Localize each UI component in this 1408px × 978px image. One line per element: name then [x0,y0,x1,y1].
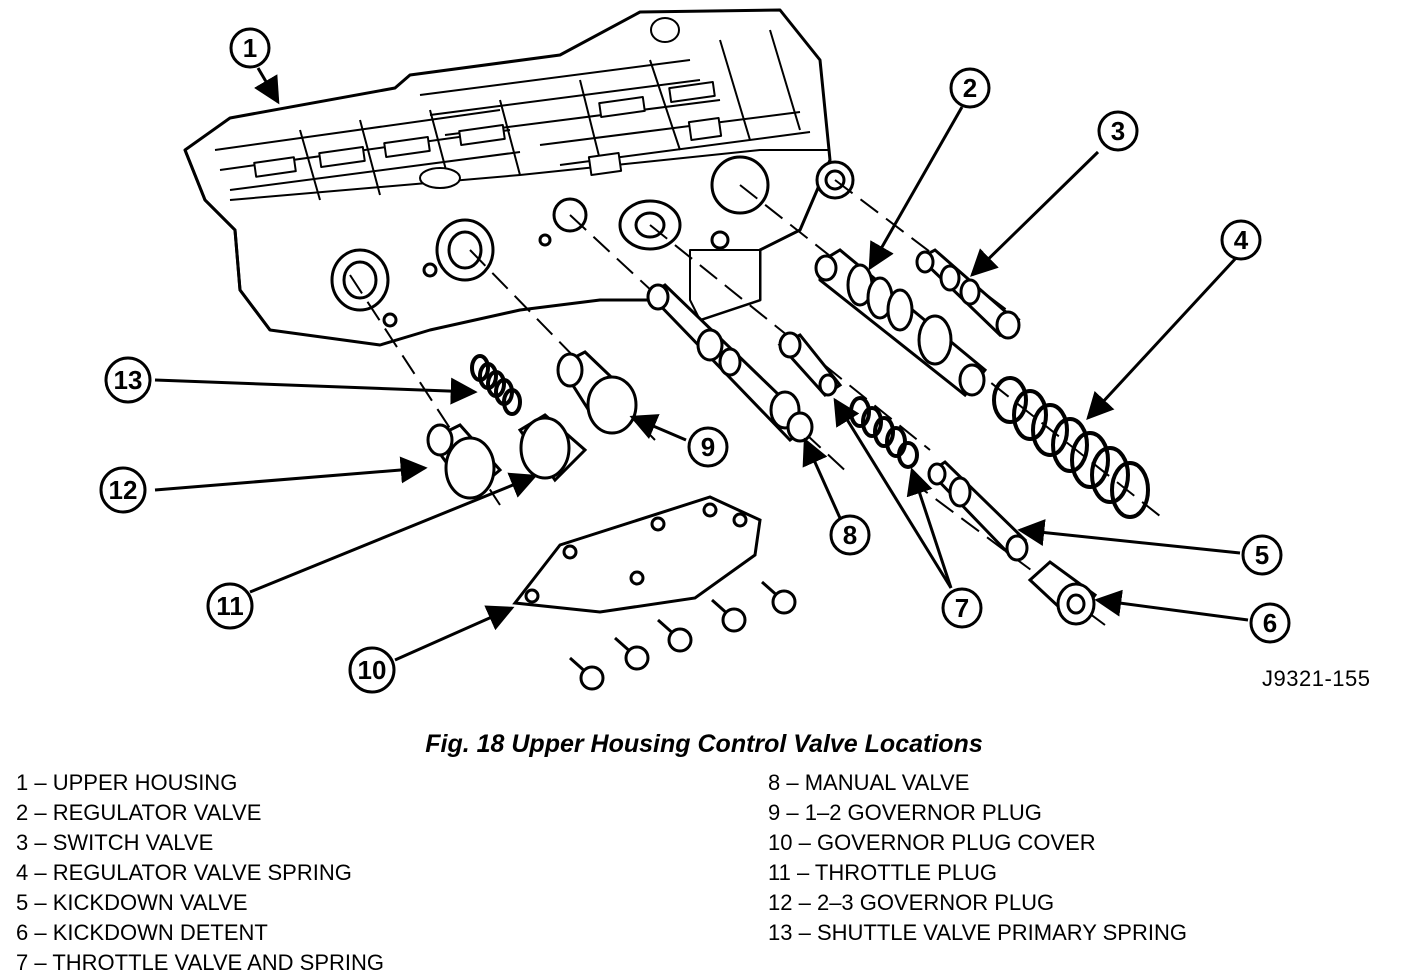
legend-item: 13 – SHUTTLE VALVE PRIMARY SPRING [768,920,1187,945]
legend-label: KICKDOWN DETENT [52,920,268,945]
callout-12: 12 [99,466,147,514]
drawing-code: J9321-155 [1262,666,1371,691]
legend-label: SWITCH VALVE [52,830,214,855]
legend-label: REGULATOR VALVE SPRING [52,860,352,885]
upper-housing-drawing [183,8,855,347]
svg-text:4: 4 [1234,225,1249,255]
cover-screws [569,580,797,691]
legend-num: 12 [768,890,793,915]
svg-text:5: 5 [1255,540,1269,570]
legend-num: 13 [768,920,793,945]
kickdown-valve-part [927,460,1029,562]
svg-text:2: 2 [963,73,977,103]
callout-10: 10 [348,646,396,694]
legend-item: 11 – THROTTLE PLUG [768,860,998,885]
exploded-valve-diagram: 1 2 3 4 5 6 7 8 9 10 11 12 13 [99,8,1291,694]
svg-text:13: 13 [114,365,143,395]
kickdown-detent-part [1027,560,1098,626]
legend-right-column: 8 – MANUAL VALVE 9 – 1–2 GOVERNOR PLUG 1… [768,768,1187,948]
callout-6: 6 [1249,602,1291,644]
svg-text:1: 1 [243,33,257,63]
callout-4: 4 [1220,219,1262,261]
legend-label: MANUAL VALVE [804,770,970,795]
legend-num: 7 [16,950,29,975]
switch-valve-part [915,248,1021,340]
legend-item: 8 – MANUAL VALVE [768,770,970,795]
leader-arrows [154,67,1249,662]
callout-7: 7 [941,587,983,629]
regulator-valve-part [814,248,988,398]
legend-label: GOVERNOR PLUG COVER [816,830,1096,855]
callout-13: 13 [104,356,152,404]
regulator-valve-spring-part [992,376,1150,519]
svg-text:12: 12 [109,475,138,505]
legend-num: 10 [768,830,793,855]
legend-item: 10 – GOVERNOR PLUG COVER [768,830,1096,855]
legend-num: 6 [16,920,29,945]
legend-item: 3 – SWITCH VALVE [16,830,214,855]
legend-label: THROTTLE VALVE AND SPRING [52,950,385,975]
legend-num: 5 [16,890,29,915]
figure-caption: Fig. 18 Upper Housing Control Valve Loca… [425,730,983,758]
legend-label: 2–3 GOVERNOR PLUG [816,890,1055,915]
throttle-valve-and-spring-part [777,331,919,469]
svg-text:6: 6 [1263,608,1277,638]
callout-5: 5 [1241,534,1283,576]
legend-item: 9 – 1–2 GOVERNOR PLUG [768,800,1042,825]
governor-plug-2-3-part [426,423,503,500]
legend-item: 2 – REGULATOR VALVE [16,800,262,825]
legend-label: THROTTLE PLUG [814,860,998,885]
governor-plug-1-2-part [556,350,638,435]
svg-text:11: 11 [216,591,244,621]
shuttle-valve-spring-part [470,354,522,416]
callouts: 1 2 3 4 5 6 7 8 9 10 11 12 13 [99,27,1291,694]
svg-text:8: 8 [843,520,857,550]
legend-num: 4 [16,860,29,885]
legend-item: 6 – KICKDOWN DETENT [16,920,268,945]
legend-item: 5 – KICKDOWN VALVE [16,890,248,915]
callout-11: 11 [206,582,254,630]
legend-num: 3 [16,830,29,855]
legend-left-column: 1 – UPPER HOUSING 2 – REGULATOR VALVE 3 … [16,768,384,978]
svg-text:9: 9 [701,432,715,462]
legend-num: 9 [768,800,781,825]
svg-text:3: 3 [1111,116,1125,146]
legend-num: 11 [768,860,791,885]
legend-num: 1 [16,770,29,795]
callout-3: 3 [1097,110,1139,152]
legend-num: 2 [16,800,29,825]
callout-9: 9 [687,426,729,468]
callout-1: 1 [229,27,271,69]
legend-item: 7 – THROTTLE VALVE AND SPRING [16,950,385,975]
throttle-plug-part [517,413,588,483]
legend-label: 1–2 GOVERNOR PLUG [804,800,1042,825]
legend-label: REGULATOR VALVE [52,800,262,825]
svg-text:10: 10 [358,655,387,685]
legend-label: SHUTTLE VALVE PRIMARY SPRING [816,920,1187,945]
legend-item: 4 – REGULATOR VALVE SPRING [16,860,352,885]
governor-plug-cover-part [512,495,762,614]
callout-8: 8 [829,514,871,556]
legend-label: UPPER HOUSING [52,770,238,795]
legend-num: 8 [768,770,781,795]
svg-text:7: 7 [955,593,969,623]
manual-valve-part [646,283,814,443]
legend-item: 1 – UPPER HOUSING [16,770,238,795]
legend-item: 12 – 2–3 GOVERNOR PLUG [768,890,1055,915]
callout-2: 2 [949,67,991,109]
legend-label: KICKDOWN VALVE [52,890,248,915]
